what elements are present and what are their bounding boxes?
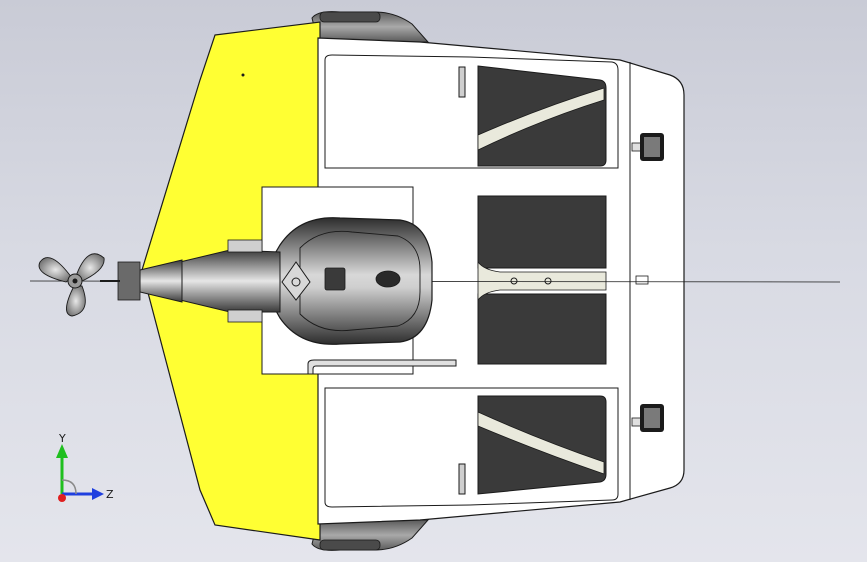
middle-divider-strip xyxy=(477,260,607,302)
propeller xyxy=(38,253,120,317)
axis-triad: Y Z xyxy=(56,432,114,502)
top-inner-panel xyxy=(324,54,619,169)
bow-eye xyxy=(635,275,649,285)
top-cleat xyxy=(631,133,664,161)
top-pontoon xyxy=(311,11,430,43)
z-axis-label: Z xyxy=(106,488,114,501)
triad-arc xyxy=(61,479,77,495)
tiller-handle xyxy=(307,359,457,375)
outboard-engine[interactable] xyxy=(269,217,433,345)
bottom-cleat xyxy=(631,404,664,432)
bottom-window xyxy=(477,395,607,495)
bottom-handle xyxy=(458,463,466,495)
middle-window-upper xyxy=(477,195,607,269)
y-axis-label: Y xyxy=(58,432,66,445)
z-axis-arrow xyxy=(92,488,104,500)
x-axis-dot xyxy=(58,494,66,502)
middle-window-lower xyxy=(477,293,607,365)
top-window xyxy=(477,65,607,167)
y-axis-arrow xyxy=(56,444,68,458)
bottom-pontoon xyxy=(311,519,430,551)
engine-shaft xyxy=(117,239,281,323)
top-handle xyxy=(458,66,466,98)
bottom-inner-panel xyxy=(324,387,619,508)
